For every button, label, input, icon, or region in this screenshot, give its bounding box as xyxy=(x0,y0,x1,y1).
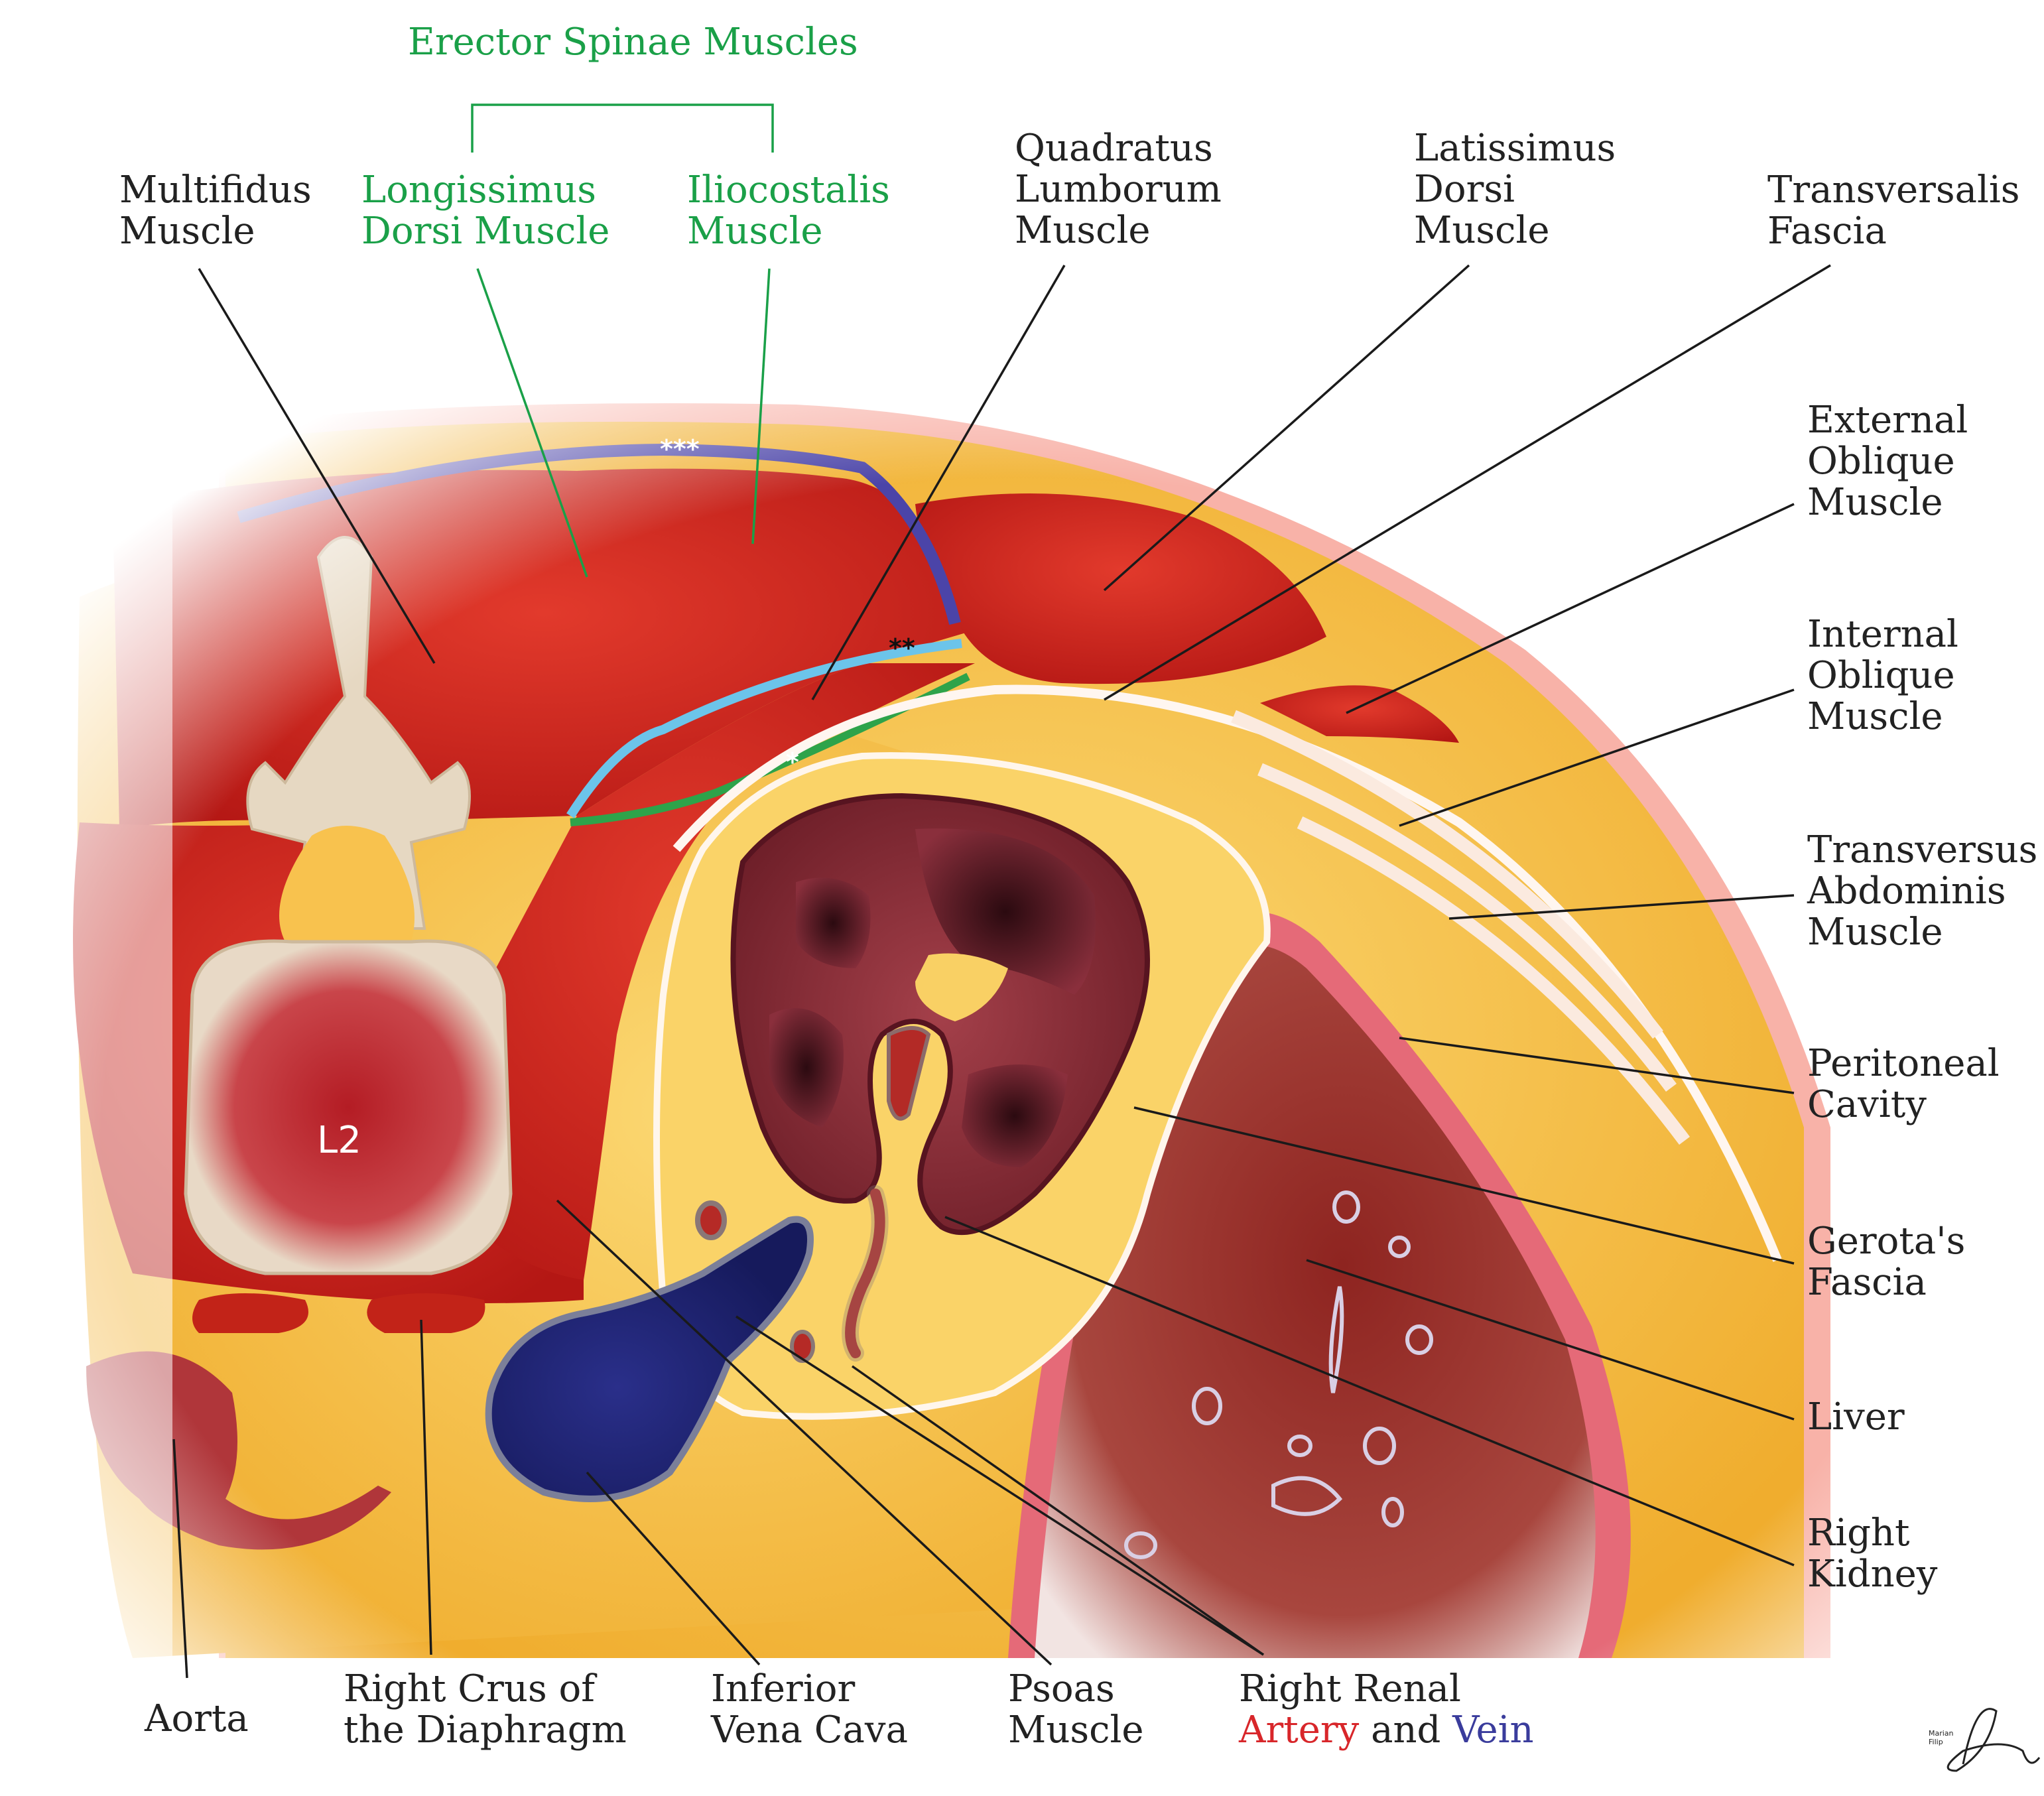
signature-scribble xyxy=(1947,1708,2041,1772)
leader-psoas xyxy=(556,1199,1053,1666)
label-iliocostalis: Iliocostalis Muscle xyxy=(687,168,902,253)
leader-transversalis xyxy=(1104,264,1831,701)
label-transversalis: Transversalis Fascia xyxy=(1767,168,2031,253)
label-ivc: Inferior Vena Cava xyxy=(710,1667,908,1752)
leader-liver xyxy=(1306,1259,1795,1421)
label-right-kidney: Right Kidney xyxy=(1807,1511,1938,1596)
leader-multifidus xyxy=(198,268,436,664)
label-latissimus: Latissimus Dorsi Muscle xyxy=(1414,127,1628,252)
signature-last: Filip xyxy=(1929,1738,1943,1746)
label-transversus: Transversus Abdominis Muscle xyxy=(1807,828,2044,954)
leader-latissimus xyxy=(1103,264,1470,592)
vertebra-label: L2 xyxy=(317,1119,361,1162)
label-gerota: Gerota's Fascia xyxy=(1807,1220,1977,1304)
label-renal: Right Renal Artery and Vein xyxy=(1238,1667,1534,1752)
group-label-erector: Erector Spinae Muscles xyxy=(408,21,858,64)
leader-transversus xyxy=(1448,894,1795,920)
leader-iliocostalis xyxy=(751,268,771,545)
marker-double: ** xyxy=(889,633,915,663)
leader-renal-vein xyxy=(735,1315,1264,1656)
signature-first: Marian xyxy=(1929,1729,1954,1738)
leader-lines xyxy=(172,103,1831,1679)
labels: Erector Spinae Muscles Multifidus Muscle… xyxy=(119,21,2044,1752)
marker-single: * xyxy=(786,747,799,777)
marker-triple: *** xyxy=(660,434,700,464)
leader-external-oblique xyxy=(1346,503,1795,714)
label-multifidus: Multifidus Muscle xyxy=(119,168,324,253)
leader-peritoneal xyxy=(1399,1037,1795,1094)
label-internal-oblique: Internal Oblique Muscle xyxy=(1807,613,1970,738)
label-aorta: Aorta xyxy=(144,1697,249,1740)
label-longissimus: Longissimus Dorsi Muscle xyxy=(361,168,609,253)
leader-crus xyxy=(420,1319,432,1655)
left-fade xyxy=(0,332,172,1658)
label-psoas: Psoas Muscle xyxy=(1008,1667,1144,1752)
label-peritoneal: Peritoneal Cavity xyxy=(1807,1042,2012,1126)
label-renal-artery: Artery xyxy=(1238,1708,1360,1752)
leader-kidney xyxy=(944,1216,1795,1567)
label-quadratus: Quadratus Lumborum Muscle xyxy=(1015,127,1234,252)
label-external-oblique: External Oblique Muscle xyxy=(1807,399,1980,524)
leader-quadratus xyxy=(811,265,1066,700)
label-crus: Right Crus of the Diaphragm xyxy=(344,1667,627,1752)
leader-renal-artery xyxy=(851,1365,1265,1656)
label-renal-and: and xyxy=(1359,1708,1452,1752)
label-renal-vein: Vein xyxy=(1452,1708,1533,1752)
leader-gerota xyxy=(1133,1106,1795,1265)
artist-signature: Marian Filip xyxy=(1929,1708,2041,1772)
leader-internal-oblique xyxy=(1399,688,1795,827)
edge-fade xyxy=(0,332,2044,1791)
leader-ivc xyxy=(586,1471,761,1666)
erector-bracket xyxy=(471,103,774,153)
leader-aorta xyxy=(172,1439,188,1679)
leader-longissimus xyxy=(476,268,588,578)
label-liver: Liver xyxy=(1807,1395,1905,1439)
label-renal-line1: Right Renal xyxy=(1239,1667,1461,1710)
